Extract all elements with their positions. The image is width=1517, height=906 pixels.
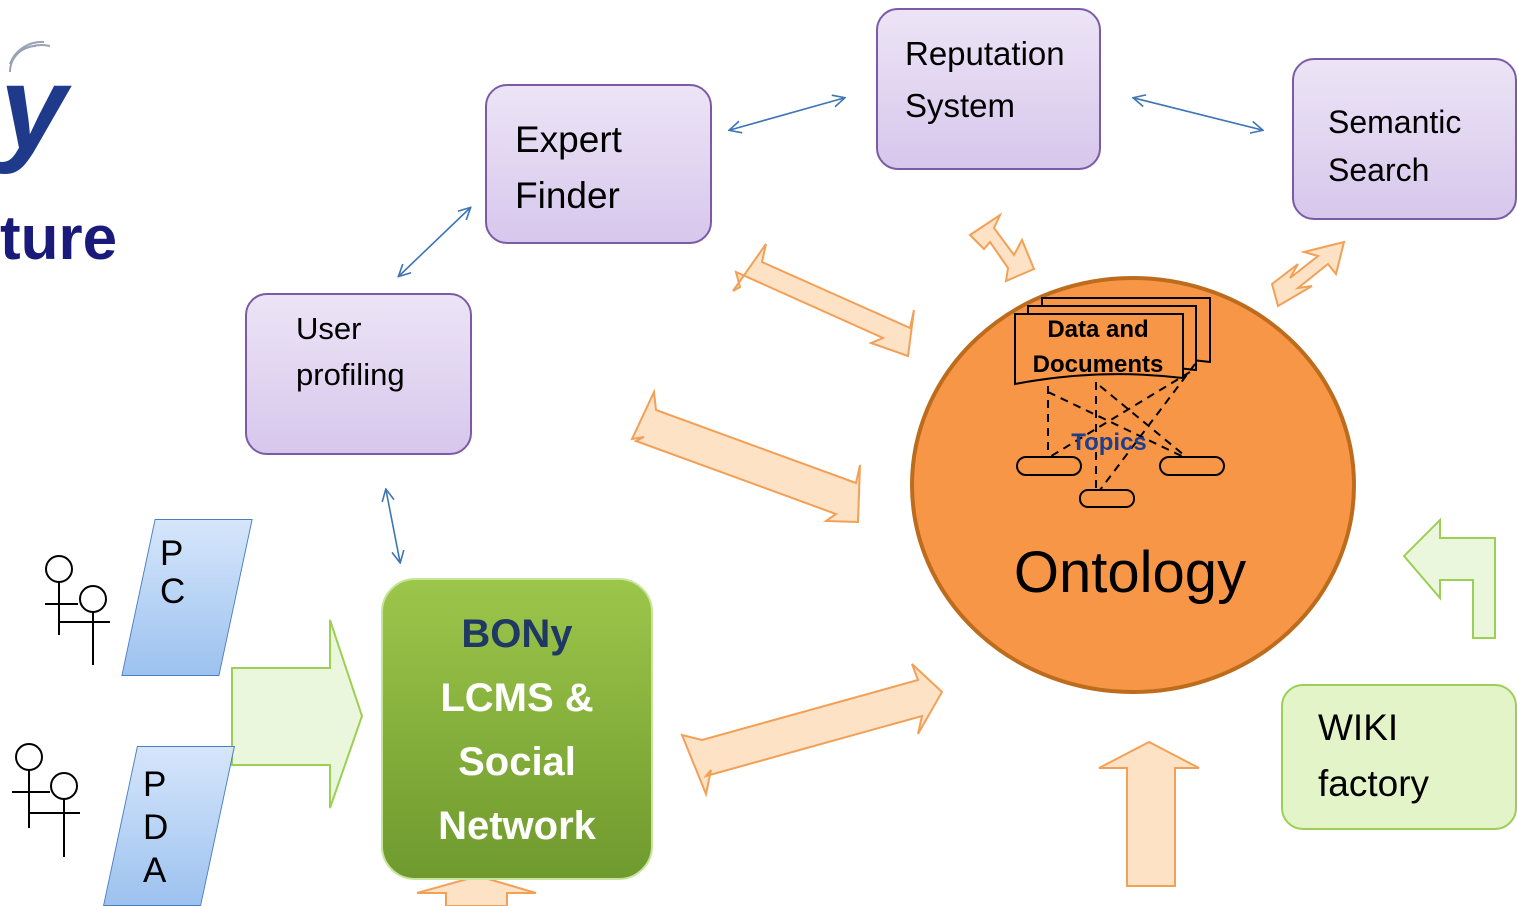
connector-profiling-bony	[386, 490, 400, 562]
wifi-signal-icon	[9, 40, 51, 73]
blue-connectors	[386, 98, 1262, 562]
arrow-devices-bony	[231, 619, 364, 809]
bony-lcms-box[interactable]	[381, 578, 653, 880]
arrow-expert-ontology	[732, 243, 915, 358]
data-documents-label: Data and Documents	[1032, 316, 1164, 378]
topic-nodes	[1016, 456, 1225, 508]
green-arrows	[231, 517, 1496, 809]
user-group-icon	[12, 743, 80, 857]
arrow-profiling-ontology	[630, 388, 861, 524]
logo-fragment: y	[0, 41, 67, 175]
arrow-bottom-bony	[416, 874, 537, 906]
arrow-reputation-ontology	[968, 212, 1036, 283]
arrow-bony-ontology	[680, 663, 944, 798]
wiki-factory-box[interactable]	[1281, 684, 1517, 830]
page-title-fragment: ture	[0, 204, 118, 273]
user-profiling-box[interactable]	[245, 293, 472, 455]
reputation-system-box[interactable]	[876, 8, 1101, 170]
connector-expert-reputation	[730, 98, 844, 130]
connector-profiling-expert	[399, 208, 470, 276]
topic-links	[1047, 363, 1196, 491]
arrow-wiki-ontology	[1402, 517, 1496, 639]
connector-reputation-semantic	[1134, 98, 1262, 130]
arrow-bottom-ontology	[1098, 740, 1200, 887]
semantic-search-box[interactable]	[1292, 58, 1517, 220]
bony-lcms-label: BONy	[461, 612, 573, 656]
ontology-label: Ontology	[1013, 540, 1247, 605]
expert-finder-box[interactable]	[485, 84, 712, 244]
document-stack-icon	[1014, 297, 1211, 386]
arrow-semantic-ontology	[1270, 240, 1346, 308]
user-group-icon	[45, 555, 110, 665]
topics-label: Topics	[1071, 429, 1147, 456]
